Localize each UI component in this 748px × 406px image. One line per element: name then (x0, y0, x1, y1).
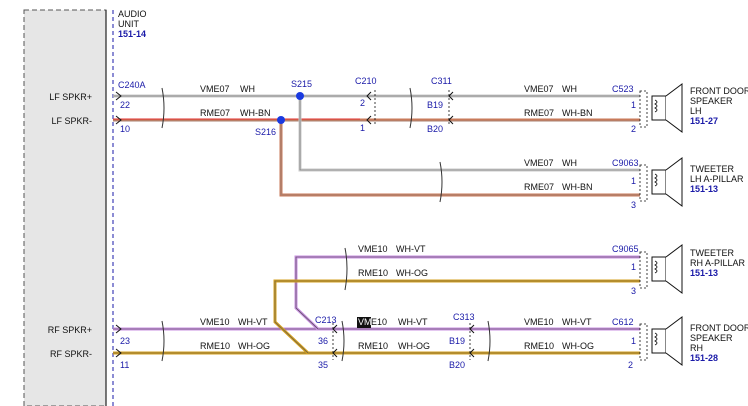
connector-c311: C311 B19 B20 (427, 76, 454, 134)
twist-markers (161, 87, 491, 362)
wire-whog-a: WH-OG (396, 268, 428, 278)
front-rh-ref: 151-28 (690, 353, 718, 363)
wire-whog-c: WH-OG (398, 341, 430, 351)
tweeter-lh-ref: 151-13 (690, 184, 718, 194)
text-selection-highlight (357, 317, 371, 328)
pin-23: 23 (120, 336, 130, 346)
audio-unit-module: AUDIO UNIT 151-14 (23, 9, 147, 406)
s216-label: S216 (255, 127, 276, 137)
c523-pin-2: 2 (631, 124, 636, 134)
s215-label: S215 (291, 79, 312, 89)
wire-wh-a: WH (240, 84, 255, 94)
connector-c313: C313 B19 B20 (449, 312, 475, 370)
c311-pin-b19: B19 (427, 100, 443, 110)
c213-pin-36: 36 (318, 336, 328, 346)
rf-spkr-minus-label: RF SPKR- (50, 349, 92, 359)
splice-s216: S216 (255, 116, 285, 137)
c9063-label: C9063 (612, 158, 639, 168)
front-rh-title-3: RH (690, 343, 703, 353)
wire-rme10-a: RME10 (358, 268, 388, 278)
front-lh-title-1: FRONT DOOR (690, 86, 748, 96)
c612-pin-2: 2 (628, 360, 633, 370)
speaker-tweeter-lh (639, 157, 683, 207)
wire-vme07-c: VME07 (524, 158, 554, 168)
tweeter-rh-title-1: TWEETER (690, 248, 734, 258)
wire-whog-b: WH-OG (238, 341, 270, 351)
lf-wires (113, 94, 640, 197)
tweeter-rh-title-2: RH A-PILLAR (690, 258, 746, 268)
wire-vme10-c-hl: VM (358, 317, 372, 327)
splice-s215: S215 (291, 79, 312, 100)
wire-rme07-a: RME07 (200, 108, 230, 118)
c210-pin-2: 2 (360, 98, 365, 108)
c313-pin-b20: B20 (449, 360, 465, 370)
c9065-pin-3: 3 (631, 286, 636, 296)
front-lh-title-2: SPEAKER (690, 96, 733, 106)
wire-whog-d: WH-OG (562, 341, 594, 351)
wire-whbn-a: WH-BN (240, 108, 271, 118)
pin-10: 10 (120, 124, 130, 134)
wire-wh-b: WH (562, 84, 577, 94)
pin-11: 11 (120, 360, 129, 370)
pin-22: 22 (120, 100, 130, 110)
wire-whvt-a: WH-VT (396, 244, 426, 254)
front-rh-title-2: SPEAKER (690, 333, 733, 343)
front-rh-title-1: FRONT DOOR (690, 323, 748, 333)
wire-whbn-b: WH-BN (562, 108, 593, 118)
c213-label: C213 (315, 315, 337, 325)
rf-spkr-plus-label: RF SPKR+ (48, 325, 92, 335)
connector-c210: C210 2 1 (355, 76, 377, 133)
audio-unit-ref: 151-14 (118, 29, 146, 39)
c213-pin-35: 35 (318, 360, 328, 370)
rf-wires (113, 255, 640, 355)
c612-label: C612 (612, 317, 634, 327)
c313-label: C313 (453, 312, 475, 322)
c9063-pin-1: 1 (631, 176, 636, 186)
c240a-label: C240A (118, 80, 146, 90)
wire-rme10-b: RME10 (200, 341, 230, 351)
c210-pin-1: 1 (360, 123, 365, 133)
wire-rme07-b: RME07 (524, 108, 554, 118)
wire-whvt-c: WH-VT (398, 317, 428, 327)
wire-whvt-b: WH-VT (238, 317, 268, 327)
wire-whbn-c: WH-BN (562, 182, 593, 192)
wire-vme07-b: VME07 (524, 84, 554, 94)
c311-label: C311 (431, 76, 452, 86)
audio-unit-title-1: AUDIO (118, 9, 147, 19)
wire-vme10-a: VME10 (358, 244, 388, 254)
c612-pin-1: 1 (631, 336, 636, 346)
wire-rme10-c: RME10 (358, 341, 388, 351)
tweeter-lh-title-2: LH A-PILLAR (690, 174, 744, 184)
wire-vme10-d: VME10 (524, 317, 554, 327)
audio-unit-title-2: UNIT (118, 19, 139, 29)
front-lh-ref: 151-27 (690, 116, 718, 126)
speaker-front-lh (639, 83, 683, 133)
c9065-label: C9065 (612, 244, 639, 254)
wire-rme07-c: RME07 (524, 182, 554, 192)
wire-whvt-d: WH-VT (562, 317, 592, 327)
lf-spkr-minus-label: LF SPKR- (51, 116, 92, 126)
wire-rme10-d: RME10 (524, 341, 554, 351)
c9065-pin-1: 1 (631, 262, 636, 272)
c9063-pin-3: 3 (631, 200, 636, 210)
lf-spkr-plus-label: LF SPKR+ (49, 92, 92, 102)
c313-pin-b19: B19 (449, 336, 465, 346)
connector-c240a: C240A 22 10 23 11 (115, 80, 146, 370)
wire-vme10-c-rest: E10 (371, 317, 387, 327)
c523-label: C523 (612, 84, 634, 94)
wire-vme10-b: VME10 (200, 317, 230, 327)
wire-wh-c: WH (562, 158, 577, 168)
c311-pin-b20: B20 (427, 124, 443, 134)
connector-c213: C213 36 35 (315, 315, 338, 370)
tweeter-rh-ref: 151-13 (690, 268, 718, 278)
tweeter-lh-title-1: TWEETER (690, 164, 734, 174)
front-lh-title-3: LH (690, 106, 702, 116)
speaker-front-rh (639, 316, 683, 366)
c210-label: C210 (355, 76, 377, 86)
wire-vme07-a: VME07 (200, 84, 230, 94)
c523-pin-1: 1 (631, 100, 636, 110)
speaker-tweeter-rh (639, 244, 683, 294)
